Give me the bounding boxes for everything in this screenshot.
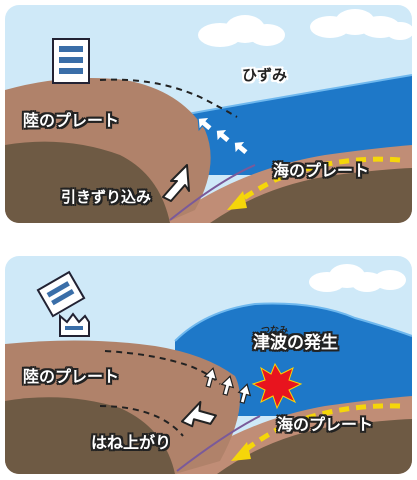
ocean-motion-arrowhead bbox=[227, 191, 247, 210]
strain-arrows bbox=[197, 116, 250, 156]
drag-arrow bbox=[162, 164, 190, 202]
label-tsunami: 津波の発生 bbox=[253, 333, 338, 353]
label-ocean-plate: 海のプレート bbox=[273, 161, 370, 180]
building-icon bbox=[52, 38, 90, 84]
label-ocean-plate: 海のプレート bbox=[277, 415, 374, 434]
tsunami-ruby: つなみ bbox=[261, 326, 289, 336]
plate-boundary bbox=[176, 415, 261, 472]
ocean-motion-arrow bbox=[241, 403, 401, 454]
label-strain: ひずみ bbox=[242, 66, 288, 84]
cloud-icon bbox=[309, 264, 406, 292]
ocean-motion-arrowhead bbox=[231, 442, 251, 461]
plate-boundary bbox=[169, 164, 256, 221]
ocean-motion-arrow bbox=[235, 156, 401, 205]
dashed-profile bbox=[99, 78, 238, 118]
sea bbox=[155, 75, 412, 175]
mantle-left bbox=[5, 141, 170, 223]
label-drag-in: 引きずり込み bbox=[61, 188, 152, 206]
panel-strain-illustration bbox=[5, 5, 412, 223]
mantle-right bbox=[210, 168, 412, 223]
rebound-arrow bbox=[180, 400, 217, 428]
cloud-icon bbox=[310, 9, 412, 40]
cloud-icon bbox=[198, 15, 285, 47]
label-land-plate: 陸のプレート bbox=[23, 367, 120, 386]
mantle-left bbox=[5, 397, 175, 474]
panel-tsunami-illustration bbox=[5, 256, 412, 474]
panel-strain-buildup: ひずみ 陸のプレート 海のプレート 引きずり込み bbox=[5, 5, 412, 223]
mantle-right bbox=[217, 419, 412, 474]
label-land-plate: 陸のプレート bbox=[23, 111, 120, 130]
uplift-arrows bbox=[203, 367, 252, 404]
collapsed-building-icon bbox=[36, 270, 90, 337]
explosion-icon bbox=[251, 362, 303, 410]
label-rebound: はね上がり bbox=[91, 433, 172, 452]
panel-tsunami-generation: つなみ 津波の発生 陸のプレート 海のプレート はね上がり bbox=[5, 256, 412, 474]
